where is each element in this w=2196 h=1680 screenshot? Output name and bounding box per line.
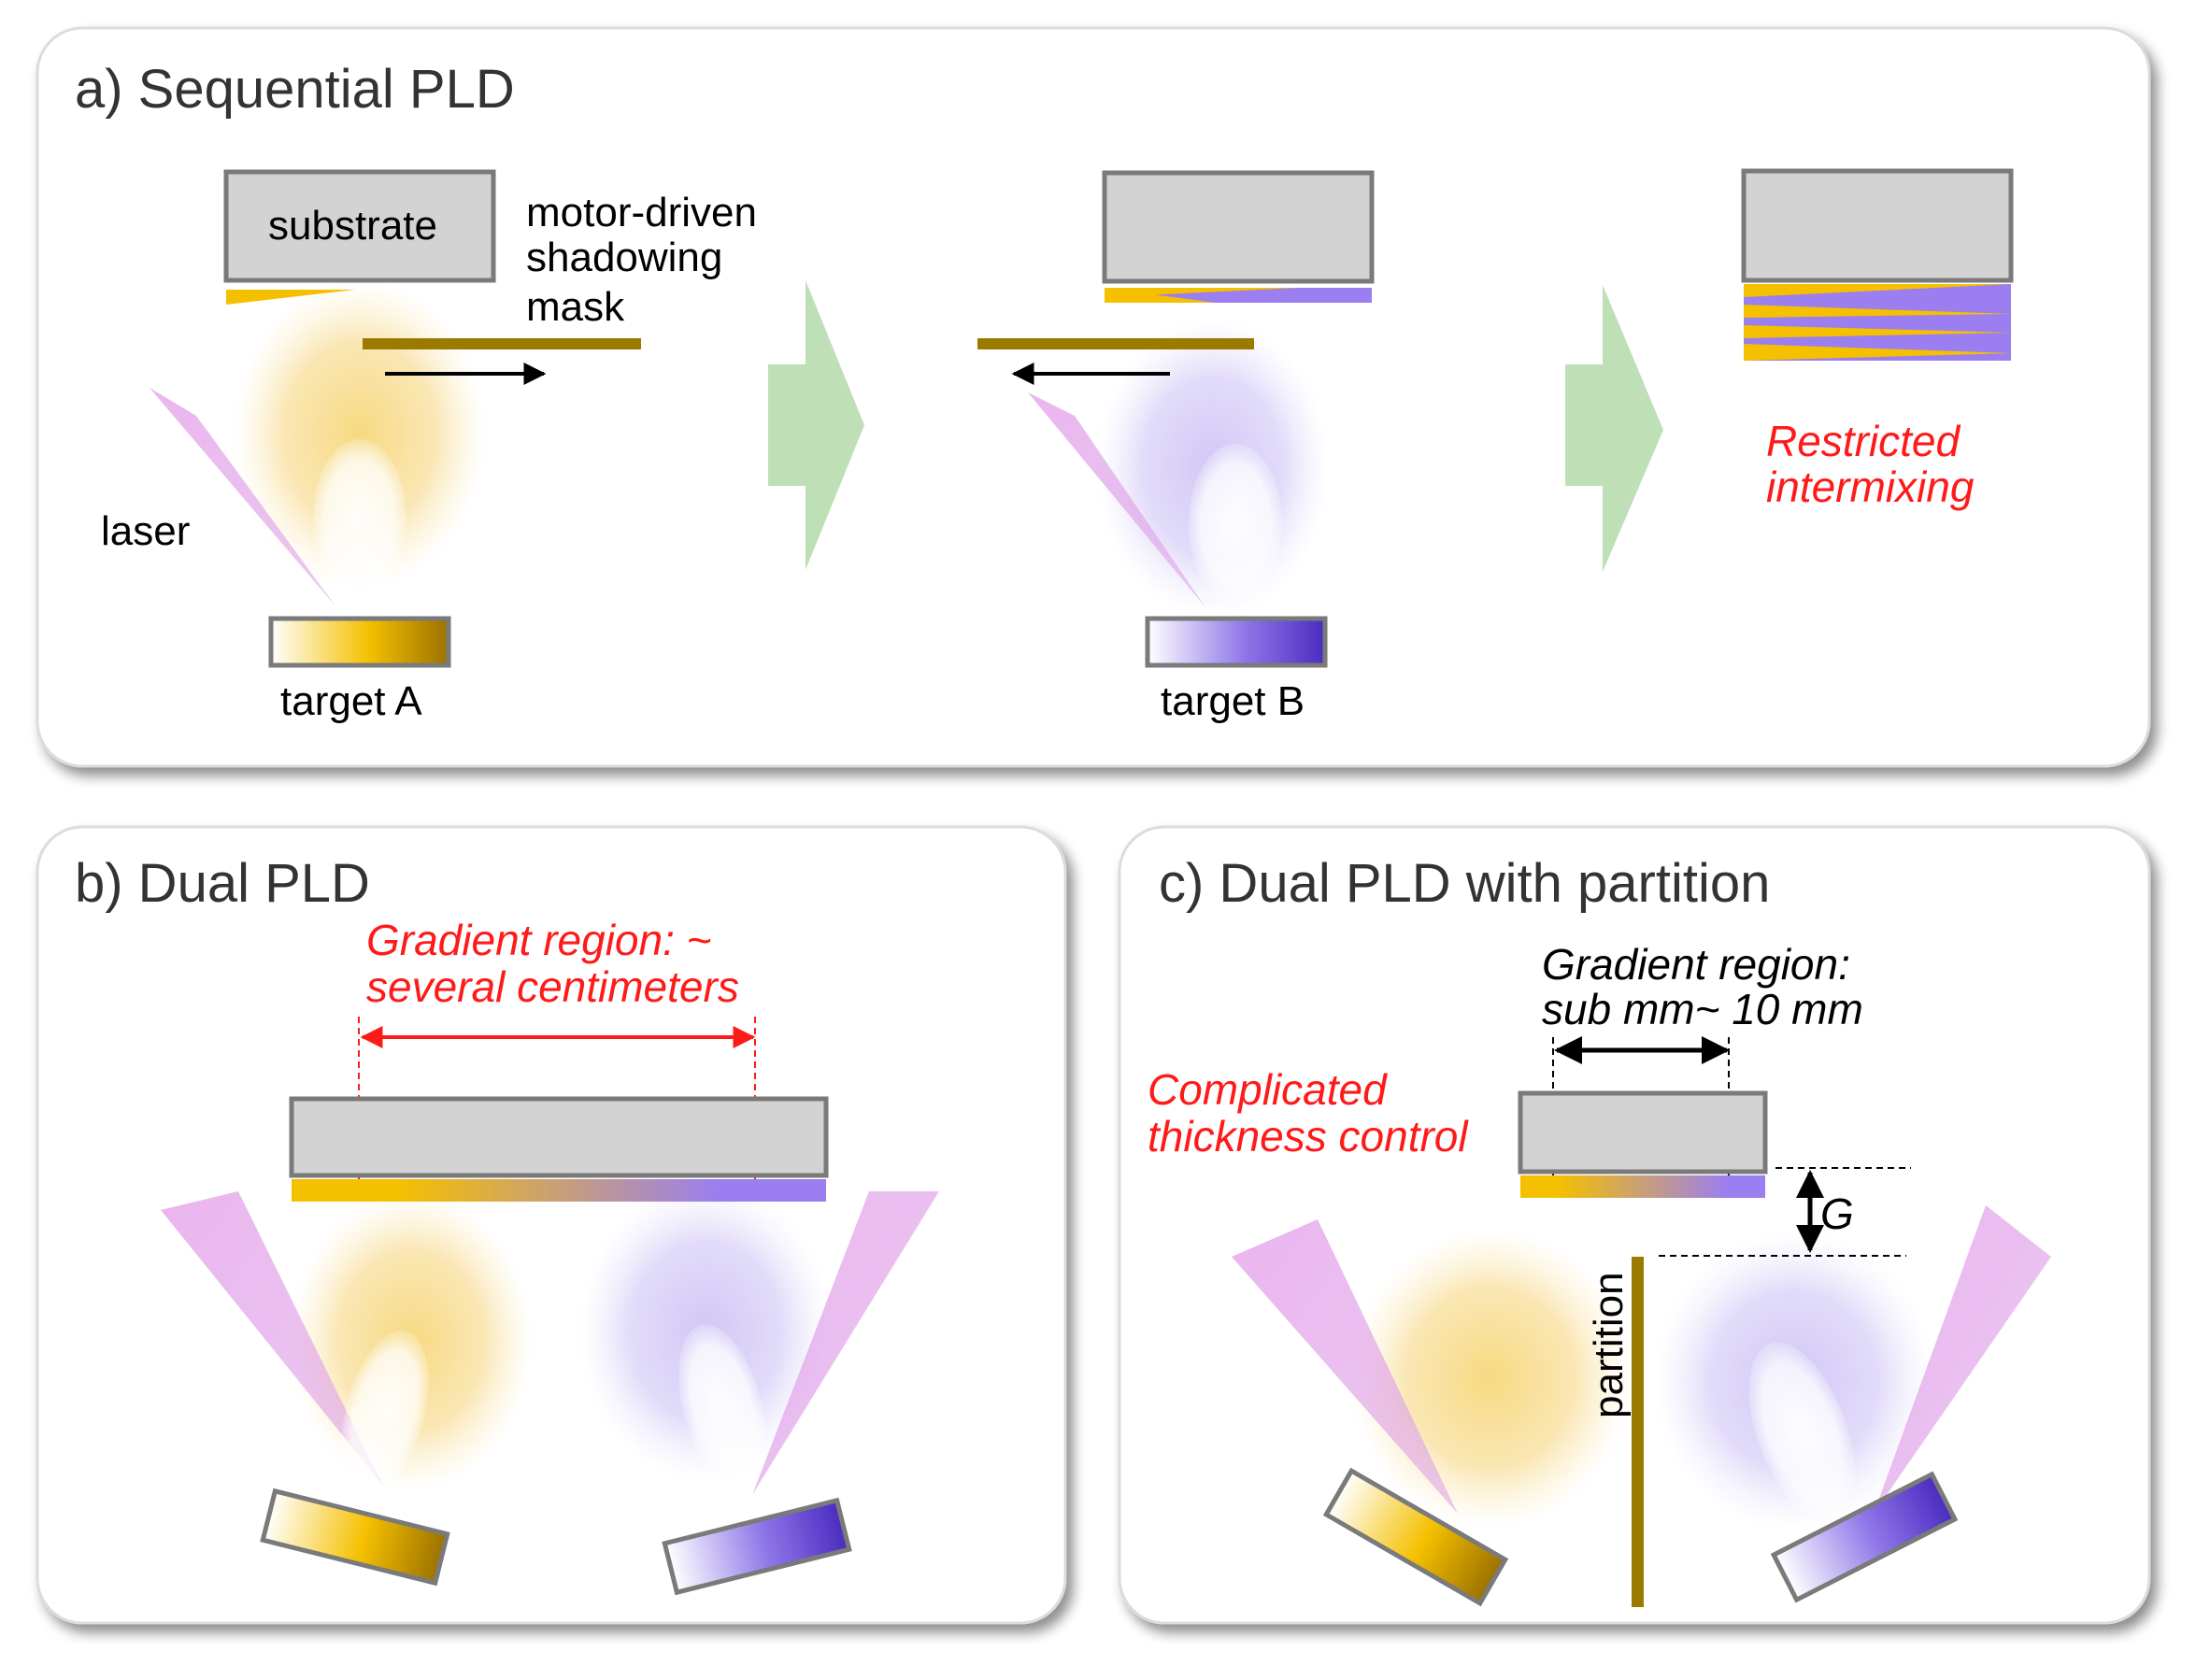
target-b-label: target B — [1161, 678, 1305, 724]
laser-beam-left — [161, 1191, 383, 1486]
substrate — [1102, 170, 1375, 284]
layer-a-1 — [1744, 284, 2011, 297]
gradient-label-line-2: several centimeters — [366, 962, 739, 1011]
layer-a-4 — [1744, 344, 2011, 361]
mask-label-line-2: shadowing — [526, 235, 722, 280]
substrate-label: substrate — [268, 203, 437, 249]
panel-a-title: a) Sequential PLD — [75, 59, 515, 120]
laser-beam — [150, 388, 336, 607]
plume-a — [234, 280, 486, 589]
target-a — [260, 1488, 450, 1587]
partition — [1632, 1257, 1644, 1607]
substrate — [1741, 168, 2014, 283]
substrate — [1518, 1090, 1768, 1175]
panel-b: b) Dual PLD Gradient region: ~ several c… — [36, 825, 1067, 1625]
panel-a: a) Sequential PLD substrate motor-driven… — [36, 26, 2151, 768]
gap-label: G — [1820, 1189, 1854, 1238]
warning-label-line-1: Complicated — [1148, 1065, 1388, 1114]
mask-label-line-1: motor-driven — [526, 190, 757, 235]
laser-beam-left — [1232, 1219, 1458, 1514]
shadow-mask — [363, 338, 641, 349]
stage-3: Restricted intermixing — [1741, 168, 2014, 511]
partition-label: partition — [1586, 1272, 1632, 1418]
target-a — [1322, 1467, 1509, 1607]
substrate — [223, 169, 496, 283]
process-arrow-2 — [1565, 285, 1663, 572]
mask-label-line-3: mask — [526, 284, 625, 330]
stage-1: substrate motor-driven shadowing mask la… — [101, 169, 757, 724]
plume-core — [313, 439, 406, 598]
target-b — [1145, 616, 1328, 668]
panel-c: c) Dual PLD with partition Gradient regi… — [1118, 825, 2151, 1625]
gradient-label-line-1: Gradient region: ~ — [366, 916, 712, 964]
plume-core — [1189, 444, 1282, 603]
film-b-wedge — [1105, 288, 1299, 297]
layer-a-2 — [1744, 305, 2011, 318]
shadow-mask — [977, 338, 1254, 349]
plume-core-b — [1748, 1342, 1855, 1521]
panel-b-title: b) Dual PLD — [75, 853, 370, 914]
target-b — [1770, 1471, 1959, 1603]
plume-core-b — [678, 1324, 766, 1488]
gradient-film — [292, 1179, 826, 1202]
laser-beam-right — [752, 1191, 939, 1495]
layer-a-3 — [1744, 325, 2011, 338]
panel-c-title: c) Dual PLD with partition — [1159, 853, 1770, 914]
laser-beam — [1028, 392, 1205, 607]
process-arrow-1 — [768, 280, 864, 570]
gradient-label-line-2: sub mm~ 10 mm — [1542, 985, 1863, 1033]
plume-core-a — [341, 1331, 429, 1495]
warning-label-line-2: thickness control — [1148, 1112, 1469, 1160]
substrate — [289, 1096, 829, 1178]
gradient-film — [1520, 1175, 1765, 1198]
film-a-wedge — [226, 290, 355, 305]
result-label-line-2: intermixing — [1766, 463, 1975, 511]
target-a — [268, 616, 451, 668]
panel-a-frame — [36, 26, 2151, 768]
stage-2: target B — [977, 170, 1375, 724]
result-label-line-1: Restricted — [1766, 417, 1961, 465]
target-a-label: target A — [280, 678, 422, 724]
target-b — [662, 1497, 852, 1596]
gradient-label-line-1: Gradient region: — [1542, 940, 1850, 989]
laser-label: laser — [101, 508, 190, 554]
laser-beam-right — [1874, 1205, 2051, 1514]
panel-b-frame — [36, 825, 1067, 1625]
